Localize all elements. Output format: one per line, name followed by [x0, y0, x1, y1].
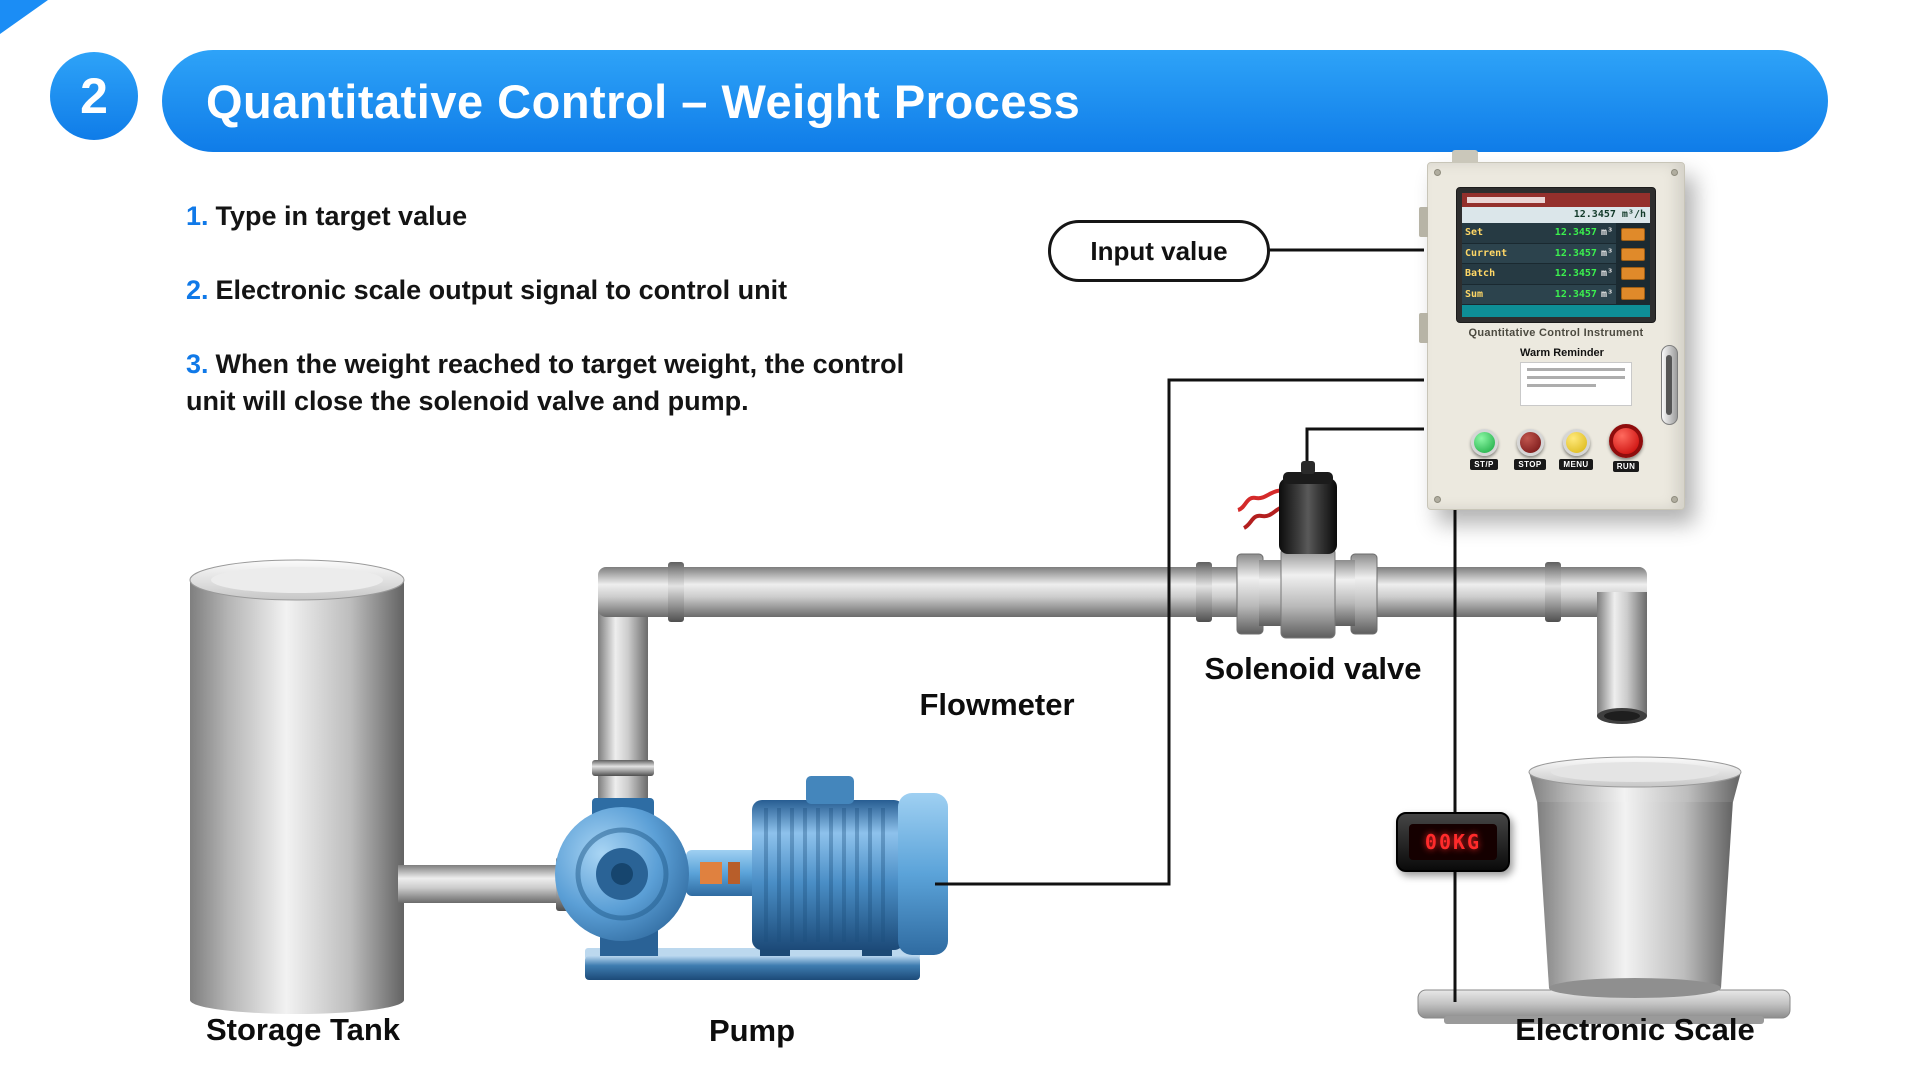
screw-icon — [1434, 169, 1441, 176]
panel-screen: 12.3457 m³/h Set 12.3457 m³ Current 12.3… — [1462, 193, 1650, 317]
screen-row-batch: Batch 12.3457 m³ — [1462, 264, 1616, 285]
emergency-stop-cap — [1609, 424, 1643, 458]
step-1-text: Type in target value — [215, 201, 468, 231]
warm-reminder-card — [1520, 362, 1632, 406]
screen-title-bar — [1462, 193, 1650, 207]
step-3-number: 3. — [186, 349, 209, 379]
screen-rows: Set 12.3457 m³ Current 12.3457 m³ Batch … — [1462, 223, 1616, 305]
panel-tab — [1452, 150, 1478, 163]
panel-hinge — [1419, 313, 1428, 343]
panel-handle — [1661, 345, 1678, 425]
input-value-callout: Input value — [1048, 220, 1270, 282]
screen-soft-button — [1621, 247, 1645, 261]
start-button: ST/P — [1462, 429, 1506, 470]
screw-icon — [1434, 496, 1441, 503]
screen-row-sum: Sum 12.3457 m³ — [1462, 284, 1616, 305]
warm-reminder-title: Warm Reminder — [1520, 347, 1604, 359]
solenoid-valve-label: Solenoid valve — [1204, 651, 1422, 686]
screw-icon — [1671, 496, 1678, 503]
panel-screen-bezel: 12.3457 m³/h Set 12.3457 m³ Current 12.3… — [1456, 187, 1656, 323]
storage-tank-label: Storage Tank — [205, 1012, 401, 1047]
storage-tank — [189, 559, 405, 1014]
step-1: 1.Type in target value — [186, 198, 467, 235]
step-badge-number: 2 — [80, 68, 108, 124]
step-2-text: Electronic scale output signal to contro… — [215, 275, 788, 305]
emergency-stop-button: RUN — [1604, 424, 1648, 472]
main-pipe — [598, 567, 1647, 617]
scale-display-value: 00KG — [1424, 830, 1482, 854]
page-title: Quantitative Control – Weight Process — [206, 74, 1081, 128]
screen-flow-row: 12.3457 m³/h — [1462, 207, 1650, 223]
screen-bottom-bar — [1462, 305, 1650, 317]
screen-soft-button — [1621, 228, 1645, 242]
weigh-container — [1537, 800, 1733, 988]
step-2-number: 2. — [186, 275, 209, 305]
pump-motor — [752, 800, 904, 950]
electronic-scale-label: Electronic Scale — [1515, 1012, 1755, 1047]
solenoid-coil — [1279, 478, 1337, 554]
menu-button-label: MENU — [1559, 459, 1593, 470]
electronic-scale — [1417, 756, 1791, 1024]
tank-outlet-pipe — [398, 865, 578, 903]
pump-label: Pump — [708, 1013, 796, 1048]
screen-side-buttons — [1616, 223, 1650, 305]
signal-lines — [935, 248, 1457, 1002]
screw-icon — [1671, 169, 1678, 176]
screen-soft-button — [1621, 267, 1645, 281]
flowmeter-label: Flowmeter — [919, 687, 1075, 722]
step-1-number: 1. — [186, 201, 209, 231]
discharge-pipe — [1597, 592, 1647, 716]
menu-button: MENU — [1554, 429, 1598, 470]
warm-reminder: Warm Reminder — [1520, 347, 1638, 406]
stop-button-cap — [1516, 429, 1544, 456]
step-3: 3.When the weight reached to target weig… — [186, 346, 952, 420]
start-button-cap — [1470, 429, 1498, 456]
stop-button-label: STOP — [1514, 459, 1546, 470]
scale-display-unit: 00KG — [1396, 812, 1510, 872]
input-value-label: Input value — [1090, 235, 1228, 266]
valve-wire — [1237, 488, 1291, 512]
solenoid-valve — [1236, 461, 1378, 639]
step-2: 2.Electronic scale output signal to cont… — [186, 272, 787, 309]
pump — [555, 776, 948, 980]
screen-row-current: Current 12.3457 m³ — [1462, 243, 1616, 264]
menu-button-cap — [1562, 429, 1590, 456]
screen-soft-button — [1621, 286, 1645, 300]
emergency-stop-label: RUN — [1612, 461, 1640, 472]
line-panel-to-pump — [935, 378, 1424, 886]
step-badge: 2 — [50, 52, 138, 140]
start-button-label: ST/P — [1470, 459, 1498, 470]
header-bar: Quantitative Control – Weight Process — [162, 50, 1828, 152]
panel-hinge — [1419, 207, 1428, 237]
scale-display-screen: 00KG — [1409, 824, 1497, 860]
panel-caption: Quantitative Control Instrument — [1468, 327, 1644, 339]
stop-button: STOP — [1508, 429, 1552, 470]
control-panel: 12.3457 m³/h Set 12.3457 m³ Current 12.3… — [1419, 150, 1685, 510]
screen-row-set: Set 12.3457 m³ — [1462, 223, 1616, 244]
step-3-text: When the weight reached to target weight… — [186, 349, 905, 416]
